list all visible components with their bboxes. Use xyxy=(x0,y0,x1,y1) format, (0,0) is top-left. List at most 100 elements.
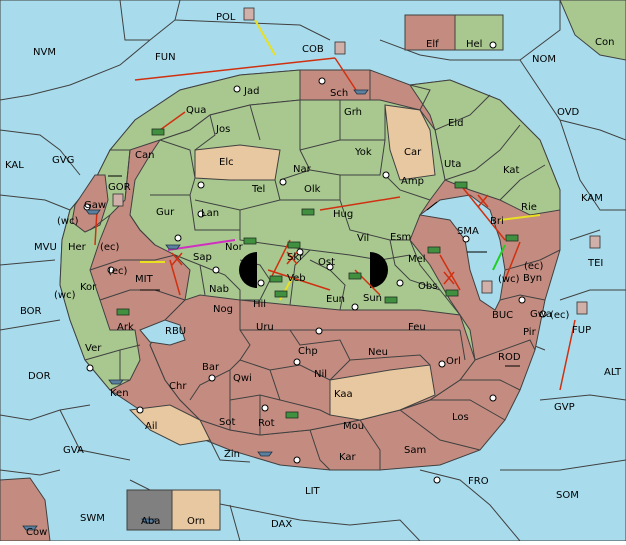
svg-text:Vil: Vil xyxy=(357,233,369,244)
svg-text:FRO: FRO xyxy=(468,476,489,487)
svg-text:GVG: GVG xyxy=(52,155,74,166)
svg-text:Orn: Orn xyxy=(187,516,205,527)
svg-text:Ken: Ken xyxy=(110,388,129,399)
svg-text:(ec): (ec) xyxy=(100,242,120,253)
svg-text:Sun: Sun xyxy=(363,293,382,304)
svg-text:Amp: Amp xyxy=(401,176,424,187)
convoy-links xyxy=(108,175,520,367)
svg-text:KAL: KAL xyxy=(5,160,24,171)
svg-text:Ail: Ail xyxy=(145,421,157,432)
svg-text:Kaa: Kaa xyxy=(334,389,353,400)
svg-text:KAM: KAM xyxy=(581,193,603,204)
svg-text:Los: Los xyxy=(452,412,469,423)
svg-text:DOR: DOR xyxy=(28,371,51,382)
svg-text:Feu: Feu xyxy=(408,322,426,333)
svg-text:Nil: Nil xyxy=(314,369,327,380)
gate-east xyxy=(370,252,388,288)
svg-text:SWM: SWM xyxy=(80,513,105,524)
region-elc[interactable] xyxy=(194,144,281,181)
svg-text:Elf: Elf xyxy=(426,39,439,50)
svg-text:LIT: LIT xyxy=(305,486,321,497)
svg-text:OVD: OVD xyxy=(557,107,580,118)
svg-text:Bri: Bri xyxy=(490,216,504,227)
svg-text:Qua: Qua xyxy=(186,105,206,116)
svg-text:Car: Car xyxy=(404,147,422,158)
svg-text:ALT: ALT xyxy=(604,367,622,378)
region-kaa[interactable] xyxy=(329,364,436,421)
svg-text:Yok: Yok xyxy=(354,147,372,158)
svg-text:Con: Con xyxy=(595,37,614,48)
svg-text:GOR: GOR xyxy=(108,182,131,193)
labels: POL COB Elf Hel Con NVM FUN NOM Jad Sch … xyxy=(5,12,622,538)
svg-text:Sch: Sch xyxy=(330,88,348,99)
svg-text:Ark: Ark xyxy=(117,322,134,333)
region-orn[interactable] xyxy=(171,489,221,531)
svg-text:Uru: Uru xyxy=(256,322,274,333)
svg-text:BUC: BUC xyxy=(492,310,513,321)
svg-text:(ec): (ec) xyxy=(108,266,128,277)
region-cow[interactable] xyxy=(0,477,51,542)
svg-text:Gwa: Gwa xyxy=(530,309,552,320)
svg-text:Skr: Skr xyxy=(287,252,304,263)
svg-text:SMA: SMA xyxy=(457,226,479,237)
svg-text:Sam: Sam xyxy=(404,445,426,456)
svg-text:Can: Can xyxy=(135,150,154,161)
svg-text:Neu: Neu xyxy=(368,347,388,358)
svg-text:Lan: Lan xyxy=(201,208,219,219)
svg-text:(wc): (wc) xyxy=(498,274,520,285)
svg-text:ROD: ROD xyxy=(498,352,521,363)
svg-text:Nog: Nog xyxy=(213,304,233,315)
svg-text:Rot: Rot xyxy=(258,418,275,429)
lake-rbu xyxy=(139,319,186,346)
svg-text:NOM: NOM xyxy=(532,54,556,65)
svg-text:Bar: Bar xyxy=(202,362,220,373)
svg-text:Sot: Sot xyxy=(219,417,235,428)
svg-text:Jad: Jad xyxy=(243,86,259,97)
svg-text:Nab: Nab xyxy=(209,284,229,295)
svg-text:FUP: FUP xyxy=(572,325,591,336)
svg-text:Hil: Hil xyxy=(253,299,266,310)
svg-text:(ec): (ec) xyxy=(524,261,544,272)
unit-boxes xyxy=(112,7,601,315)
svg-text:Mou: Mou xyxy=(343,421,364,432)
svg-text:Esm: Esm xyxy=(390,232,411,243)
region-gaw[interactable] xyxy=(71,174,109,233)
svg-text:Hel: Hel xyxy=(466,39,482,50)
svg-text:RBU: RBU xyxy=(165,326,186,337)
supply-centers xyxy=(83,41,547,484)
region-con[interactable] xyxy=(559,0,626,61)
svg-text:GVA: GVA xyxy=(63,445,84,456)
svg-text:FUN: FUN xyxy=(155,52,176,63)
svg-text:Ost: Ost xyxy=(318,257,335,268)
svg-text:Orl: Orl xyxy=(446,356,461,367)
svg-text:MIT: MIT xyxy=(135,274,154,285)
svg-text:Gaw: Gaw xyxy=(84,200,106,211)
gate-west xyxy=(239,252,257,288)
svg-text:BOR: BOR xyxy=(20,306,42,317)
fleets xyxy=(22,89,369,531)
svg-text:Veb: Veb xyxy=(287,273,306,284)
svg-text:Olk: Olk xyxy=(304,184,321,195)
svg-text:(wc): (wc) xyxy=(54,290,76,301)
svg-text:Nar: Nar xyxy=(293,164,312,175)
svg-text:Her: Her xyxy=(68,242,87,253)
cut-marks xyxy=(171,194,489,285)
svg-text:Nor: Nor xyxy=(225,242,244,253)
svg-text:Uta: Uta xyxy=(444,159,461,170)
svg-text:Qwi: Qwi xyxy=(233,373,252,384)
svg-text:(wc): (wc) xyxy=(57,216,79,227)
svg-text:NVM: NVM xyxy=(33,47,56,58)
svg-text:GVP: GVP xyxy=(554,402,575,413)
svg-text:Jos: Jos xyxy=(215,124,230,135)
svg-text:COB: COB xyxy=(302,44,324,55)
region-elf[interactable] xyxy=(404,14,456,51)
svg-text:Obs: Obs xyxy=(418,281,437,292)
svg-text:Cow: Cow xyxy=(26,527,47,538)
svg-text:Elc: Elc xyxy=(219,157,234,168)
svg-text:Chp: Chp xyxy=(298,346,318,357)
svg-text:TEI: TEI xyxy=(587,258,603,269)
svg-text:Ver: Ver xyxy=(85,343,102,354)
